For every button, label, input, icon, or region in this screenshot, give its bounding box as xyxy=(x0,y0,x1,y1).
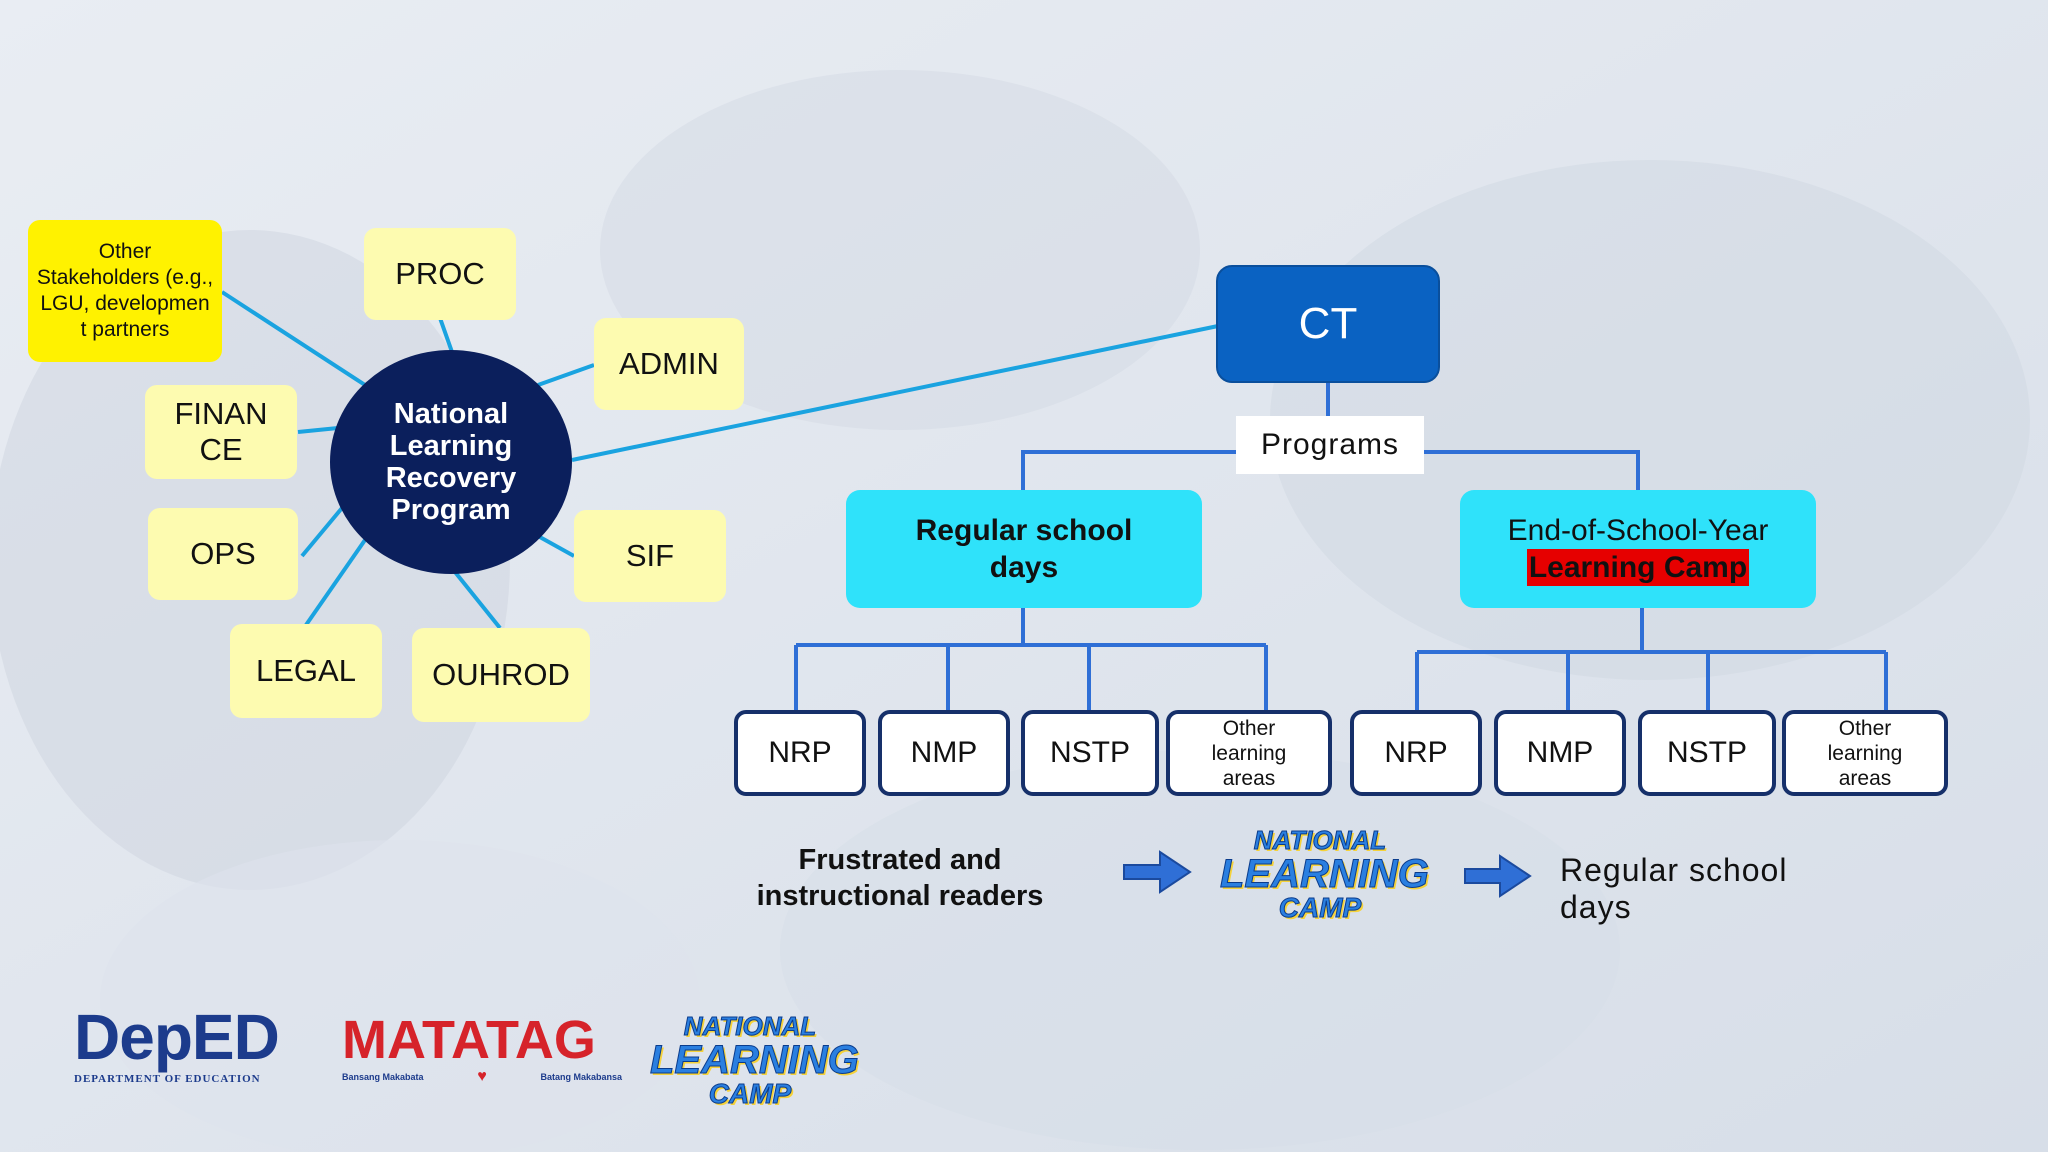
label-programs-text: Programs xyxy=(1260,428,1400,461)
flow-arrow-1 xyxy=(1123,850,1192,894)
node-other-stakeholders-label: Other Stakeholders (e.g., LGU, developme… xyxy=(36,240,214,341)
national-learning-camp-logo: NATIONAL LEARNING CAMP xyxy=(650,1011,860,1109)
leaf-left-nmp: NMP xyxy=(878,710,1010,796)
leaf-left-other-label: Other learning areas xyxy=(1211,716,1287,790)
node-other-stakeholders: Other Stakeholders (e.g., LGU, developme… xyxy=(28,220,222,362)
node-ct-label: CT xyxy=(1298,299,1358,348)
flow-end-label: Regular school days xyxy=(1560,852,1788,925)
node-ouhrod: OUHROD xyxy=(412,628,590,722)
node-end-of-school-year-camp: End-of-School-Year Learning Camp xyxy=(1460,490,1816,608)
matatag-logo-sub-right: Batang Makabansa xyxy=(540,1072,622,1082)
leaf-right-nstp-label: NSTP xyxy=(1666,736,1747,769)
node-finance-label-2: CE xyxy=(199,432,243,467)
node-eosy-line-1: End-of-School-Year xyxy=(1507,514,1769,547)
node-admin-label: ADMIN xyxy=(619,346,719,381)
matatag-heart-icon: ♥ xyxy=(477,1068,487,1085)
matatag-logo-sub-left: Bansang Makabata xyxy=(342,1072,424,1082)
camp-logo-line-2: LEARNING xyxy=(650,1038,860,1082)
node-ops-label: OPS xyxy=(190,536,256,571)
node-ct: CT xyxy=(1216,265,1440,383)
flow-camp-logo-line-3: CAMP xyxy=(1278,892,1362,923)
leaf-right-nmp-label: NMP xyxy=(1526,736,1594,769)
camp-logo-line-1: NATIONAL xyxy=(683,1011,817,1041)
leaf-left-nrp: NRP xyxy=(734,710,866,796)
node-ops: OPS xyxy=(148,508,298,600)
node-legal-label: LEGAL xyxy=(256,653,356,688)
leaf-right-other-learning-areas: Other learning areas xyxy=(1782,710,1948,796)
leaf-left-nstp: NSTP xyxy=(1021,710,1159,796)
leaf-left-other-learning-areas: Other learning areas xyxy=(1166,710,1332,796)
hub-line-1: National xyxy=(393,398,509,430)
flow-start-text: Frustrated and instructional readers xyxy=(718,842,1082,914)
leaf-left-nstp-label: NSTP xyxy=(1049,736,1130,769)
node-ouhrod-label: OUHROD xyxy=(432,657,570,692)
deped-logo: DepED DEPARTMENT OF EDUCATION xyxy=(74,1005,304,1085)
node-sif-label: SIF xyxy=(625,538,675,573)
node-regular-line-2: days xyxy=(989,551,1059,584)
matatag-logo-text: MATATAG xyxy=(342,1010,596,1070)
flow-camp-logo-line-1: NATIONAL xyxy=(1253,825,1387,855)
hub-national-learning-recovery-program: National Learning Recovery Program xyxy=(330,350,572,574)
leaf-left-nmp-label: NMP xyxy=(910,736,978,769)
label-programs: Programs xyxy=(1236,416,1424,474)
node-finance-label-1: FINAN xyxy=(174,396,268,431)
node-legal: LEGAL xyxy=(230,624,382,718)
leaf-right-nrp-label: NRP xyxy=(1384,736,1448,769)
flow-start-line-2: instructional readers xyxy=(756,880,1044,912)
node-regular-line-1: Regular school xyxy=(915,514,1133,547)
node-finance: FINAN CE xyxy=(145,385,297,479)
node-regular-school-days: Regular school days xyxy=(846,490,1202,608)
hub-line-4: Program xyxy=(391,494,511,526)
leaf-right-other-label: Other learning areas xyxy=(1827,716,1903,790)
node-proc-label: PROC xyxy=(395,256,485,291)
flow-end-text: Regular school days xyxy=(1560,852,1860,926)
flow-arrow-2 xyxy=(1464,854,1532,898)
leaf-right-nrp: NRP xyxy=(1350,710,1482,796)
leaf-right-nmp: NMP xyxy=(1494,710,1626,796)
deped-logo-sub: DEPARTMENT OF EDUCATION xyxy=(74,1073,261,1085)
hub-line-2: Learning xyxy=(389,430,513,462)
node-eosy-highlight: Learning Camp xyxy=(1526,549,1750,586)
leaf-right-nstp: NSTP xyxy=(1638,710,1776,796)
leaf-left-nrp-label: NRP xyxy=(768,736,832,769)
flow-start-line-1: Frustrated and xyxy=(798,844,1002,876)
flow-camp-logo-line-2: LEARNING xyxy=(1220,852,1430,896)
node-sif: SIF xyxy=(574,510,726,602)
node-proc: PROC xyxy=(364,228,516,320)
flow-camp-logo: NATIONAL LEARNING CAMP xyxy=(1220,825,1430,923)
matatag-logo: MATATAG Bansang Makabata ♥ Batang Makaba… xyxy=(342,1012,622,1086)
hub-line-3: Recovery xyxy=(385,462,517,494)
node-admin: ADMIN xyxy=(594,318,744,410)
camp-logo-line-3: CAMP xyxy=(708,1078,792,1109)
deped-logo-text: DepED xyxy=(74,1001,280,1073)
